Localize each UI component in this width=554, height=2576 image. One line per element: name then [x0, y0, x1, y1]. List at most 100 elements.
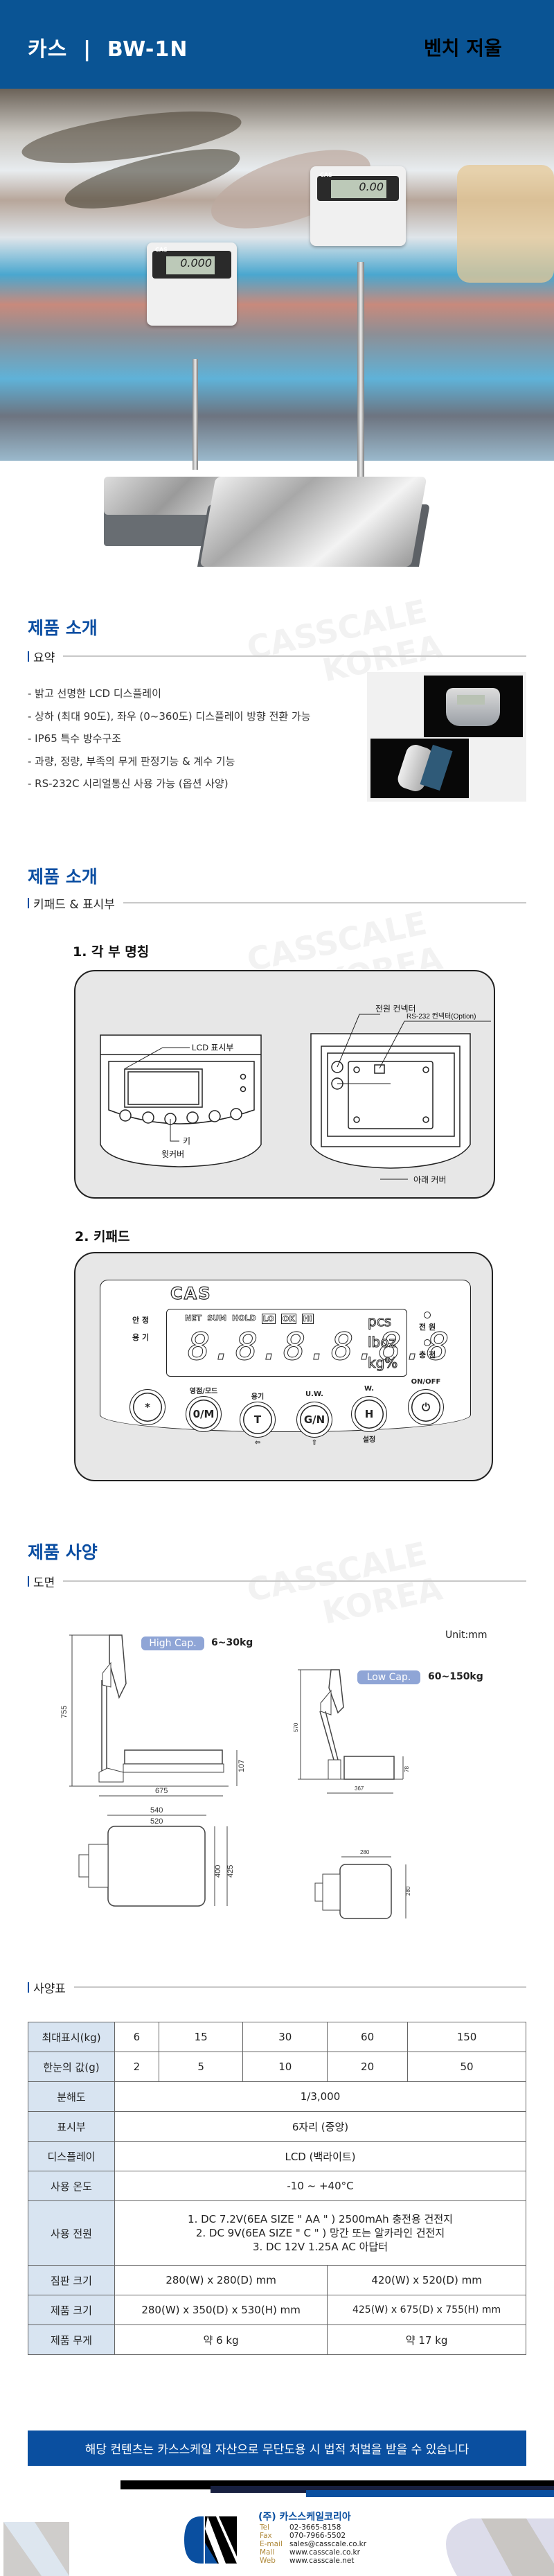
dimension-drawings: 755 675 107 540 520 400 425 570 367 78 2…	[60, 1634, 411, 1919]
cas-logo: CAS	[170, 1283, 212, 1303]
label-top-cover: 윗커버	[161, 1149, 184, 1159]
label-rs232: RS-232 컨넥터(Option)	[406, 1012, 476, 1021]
charge-led-label: 충 전	[419, 1350, 436, 1359]
subsection-label: 키패드 & 표시부	[33, 897, 115, 912]
product-category: 벤치 저울	[424, 37, 502, 60]
hero-lcd-large: 0.00	[331, 180, 386, 198]
indicator-side-photo	[370, 739, 469, 798]
stripe-blue	[306, 2490, 554, 2497]
label-key: 키	[183, 1136, 190, 1146]
dim-540: 540	[150, 1806, 163, 1815]
parts-title: 1. 각 부 명칭	[73, 944, 150, 960]
keypad-button-glyph: *	[145, 1401, 150, 1413]
dim-425: 425	[226, 1865, 235, 1878]
section-title-intro: 제품 소개	[28, 618, 98, 638]
feature-list: - 밝고 선명한 LCD 디스플레이 - 상하 (최대 90도), 좌우 (0~…	[28, 682, 311, 795]
dim-78: 78	[404, 1766, 410, 1772]
keypad-button-5: ⏻	[408, 1389, 444, 1425]
hero-lcd-small: 0.000	[166, 256, 215, 274]
section-title-spec: 제품 사양	[28, 1542, 98, 1562]
lcd-digits: 8.8.8.8.8.8	[188, 1325, 451, 1369]
keypad-button-1: 0/M	[186, 1396, 222, 1432]
dim-280-w: 280	[360, 1849, 370, 1855]
indicator-front-photo	[424, 676, 523, 737]
hero-brand: CAS	[155, 247, 168, 253]
keypad-button-top-label: U.W.	[305, 1391, 323, 1398]
keypad-title: 2. 키패드	[75, 1229, 130, 1244]
section-title-keypad: 제품 소개	[28, 867, 98, 887]
subsection-spec-table: 사양표	[28, 1979, 526, 1996]
keypad-button-top-label: 영점/모드	[189, 1388, 218, 1395]
subsection-label: 사양표	[33, 1982, 66, 1996]
dim-107: 107	[238, 1760, 246, 1772]
keypad-button-0: *	[129, 1389, 166, 1425]
keypad-button-top-label: ON/OFF	[411, 1378, 441, 1386]
label-bottom-cover: 아래 커버	[413, 1175, 447, 1185]
subsection-summary: 요약	[28, 648, 526, 665]
keypad-button-bottom-label: 설정	[362, 1436, 376, 1444]
company-logo	[184, 2516, 237, 2564]
indicator-photos	[367, 672, 526, 802]
dim-755: 755	[60, 1706, 69, 1718]
subsection-label: 도면	[33, 1576, 55, 1590]
keypad-button-glyph: T	[253, 1413, 262, 1426]
subsection-drawing: 도면	[28, 1573, 526, 1590]
dim-520: 520	[150, 1817, 163, 1826]
feature-item: - 밝고 선명한 LCD 디스플레이	[28, 687, 161, 700]
keypad-button-glyph: G/N	[303, 1413, 325, 1426]
parts-diagram: LCD 표시부 키 윗커버 전원 컨넥터 RS-232 컨넥터(Option) …	[74, 970, 495, 1199]
subsection-label: 요약	[33, 651, 55, 665]
stable-label: 안 정	[132, 1316, 150, 1325]
product-title: 카스 | BW-1N	[28, 37, 188, 62]
feature-item: - 상하 (최대 90도), 좌우 (0~360도) 디스플레이 방향 전환 가…	[28, 709, 311, 723]
feature-item: - 과량, 정량, 부족의 무게 판정기능 & 계수 기능	[28, 755, 235, 768]
dim-570: 570	[293, 1722, 299, 1732]
hero-brand-large: CAS	[320, 172, 332, 178]
subsection-keypad: 키패드 & 표시부	[28, 894, 526, 912]
tare-label: 용 기	[132, 1333, 150, 1342]
keypad-button-bottom-label: ⇦	[254, 1439, 261, 1447]
power-led	[424, 1312, 431, 1318]
keypad-button-2: T	[240, 1402, 276, 1438]
high-cap-badge: High Cap.	[141, 1637, 204, 1650]
table-row: 사용 온도-10 ~ +40°C	[28, 2171, 526, 2201]
parts-drawing: LCD 표시부 키 윗커버 전원 컨넥터 RS-232 컨넥터(Option) …	[100, 1004, 491, 1185]
stripe-navy	[211, 2486, 554, 2493]
keypad-button-glyph: ⏻	[422, 1401, 430, 1413]
header-banner: 카스 | BW-1N 벤치 저울	[0, 0, 554, 89]
keypad-button-4: H	[351, 1396, 387, 1432]
keypad-button-glyph: 0/M	[193, 1408, 215, 1420]
label-lcd: LCD 표시부	[192, 1043, 233, 1052]
low-cap-badge: Low Cap.	[357, 1670, 420, 1684]
power-led-label: 전 원	[419, 1323, 436, 1332]
feature-item: - RS-232C 시리얼통신 사용 가능 (옵션 사양)	[28, 777, 229, 790]
feature-item: - IP65 특수 방수구조	[28, 732, 122, 745]
keypad-button-bottom-label: ⇧	[311, 1439, 318, 1447]
hero-product-photo: CAS 0.000 CAS 0.00	[0, 89, 554, 567]
keypad-button-top-label: W.	[364, 1385, 374, 1393]
keypad-button-top-label: 용기	[251, 1393, 265, 1401]
dim-280-d: 280	[405, 1886, 411, 1896]
dim-367: 367	[355, 1785, 364, 1792]
company-name: (주) 카스스케일코리아	[258, 2512, 351, 2523]
dim-675: 675	[155, 1787, 168, 1795]
